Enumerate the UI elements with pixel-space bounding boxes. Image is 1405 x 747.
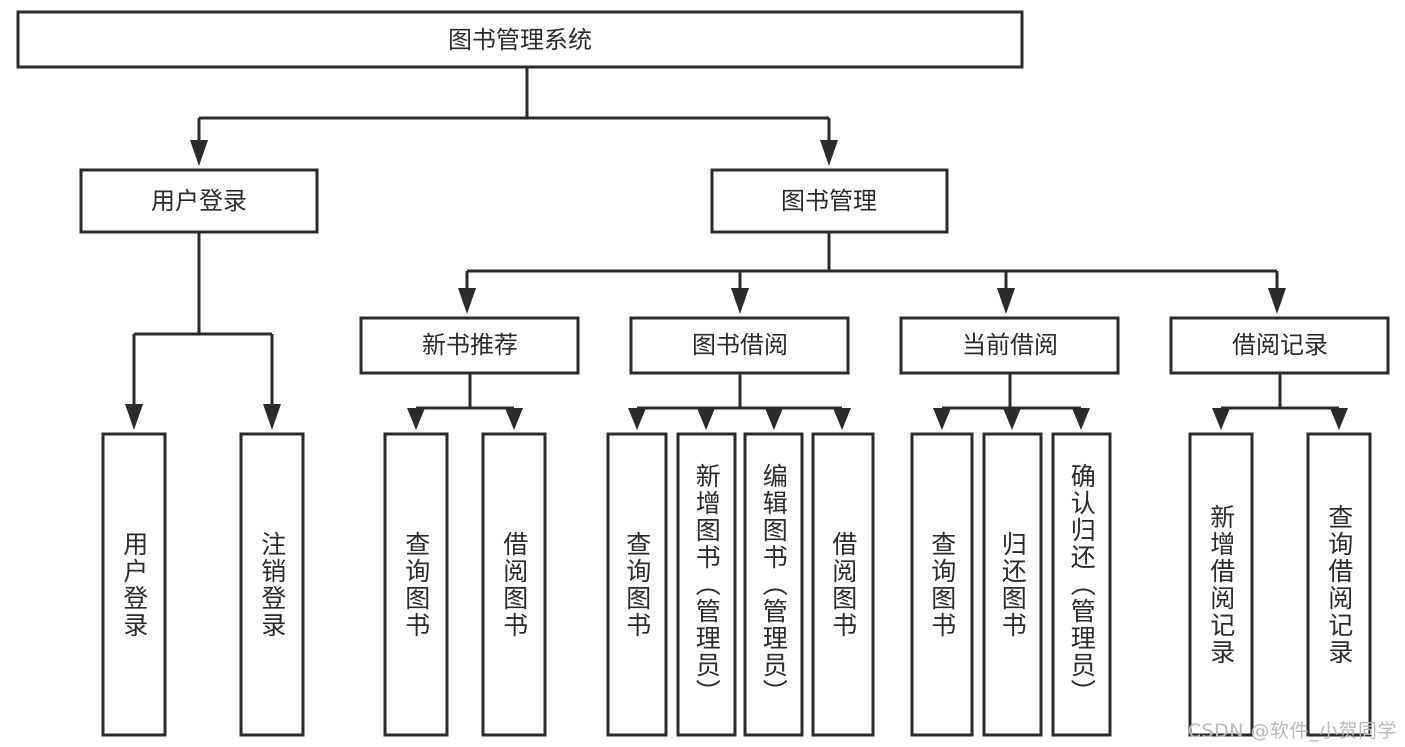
arrow-head-leaf-logout	[263, 404, 281, 430]
connector-group-current-borrow	[933, 373, 1090, 430]
node-borrow-record[interactable]: 借阅记录	[1169, 316, 1390, 375]
leaf-box[interactable]	[1188, 432, 1254, 737]
leaf-box[interactable]	[743, 432, 804, 737]
node-user-login[interactable]: 用户登录	[79, 168, 319, 234]
leaf-box[interactable]	[811, 432, 875, 737]
arrow-head-borrow-leaf1	[628, 408, 646, 430]
arrow-head-borrow-leaf2	[697, 408, 715, 430]
leaf-box[interactable]	[239, 432, 305, 737]
leaf-box[interactable]	[982, 432, 1043, 737]
connector-group-newbook-rec	[407, 373, 523, 430]
arrow-head-current-leaf3	[1072, 408, 1090, 430]
leaf-box[interactable]	[481, 432, 547, 737]
leaf-box[interactable]	[383, 432, 449, 737]
newbook-rec-box[interactable]	[359, 316, 580, 375]
leaf-box-group	[101, 432, 1372, 737]
arrow-head-newbook-leaf2	[505, 408, 523, 430]
user-login-box[interactable]	[79, 168, 319, 234]
current-borrow-box[interactable]	[899, 316, 1120, 375]
connector-group-book-mgmt	[458, 232, 1286, 314]
arrow-head-newbook-leaf1	[407, 408, 425, 430]
arrow-head-current-leaf2	[1003, 408, 1021, 430]
arrow-head-newbook-rec	[458, 288, 476, 314]
book-borrow-box[interactable]	[629, 316, 850, 375]
arrow-head-leaf-user-login	[125, 404, 143, 430]
node-book-borrow[interactable]: 图书借阅	[629, 316, 850, 375]
current-borrow-label: 当前借阅	[962, 331, 1058, 359]
arrow-head-borrow-leaf4	[833, 408, 851, 430]
arrow-head-book-mgmt	[820, 140, 838, 166]
user-login-label: 用户登录	[151, 187, 247, 215]
connector-group-book-borrow	[628, 373, 851, 430]
leaf-box[interactable]	[1051, 432, 1112, 737]
node-root[interactable]: 图书管理系统	[16, 10, 1024, 69]
arrow-head-book-borrow	[731, 288, 749, 314]
arrow-head-borrow-record	[1268, 288, 1286, 314]
arrow-head-current-borrow	[997, 288, 1015, 314]
node-current-borrow[interactable]: 当前借阅	[899, 316, 1120, 375]
leaf-box[interactable]	[606, 432, 668, 737]
borrow-record-label: 借阅记录	[1232, 331, 1328, 359]
watermark-text: CSDN @软件_小贺同学	[1187, 720, 1397, 742]
borrow-record-box[interactable]	[1169, 316, 1390, 375]
connector-group-borrow-record	[1212, 373, 1348, 430]
root-label: 图书管理系统	[448, 26, 592, 54]
leaf-box[interactable]	[1306, 432, 1372, 737]
node-newbook-rec[interactable]: 新书推荐	[359, 316, 580, 375]
leaf-box[interactable]	[101, 432, 167, 737]
arrow-head-user-login	[190, 140, 208, 166]
arrow-head-current-leaf1	[933, 408, 951, 430]
root-box[interactable]	[16, 10, 1024, 69]
book-mgmt-label: 图书管理	[781, 187, 877, 215]
connector-group-user-login	[125, 232, 281, 430]
node-book-mgmt[interactable]: 图书管理	[710, 168, 949, 234]
leaf-box[interactable]	[676, 432, 737, 737]
arrow-head-record-leaf2	[1330, 408, 1348, 430]
leaf-box[interactable]	[910, 432, 974, 737]
book-borrow-label: 图书借阅	[692, 331, 788, 359]
book-mgmt-box[interactable]	[710, 168, 949, 234]
arrow-head-record-leaf1	[1212, 408, 1230, 430]
arrow-head-borrow-leaf3	[765, 408, 783, 430]
connector-group-root	[190, 67, 838, 166]
newbook-rec-label: 新书推荐	[422, 331, 518, 359]
